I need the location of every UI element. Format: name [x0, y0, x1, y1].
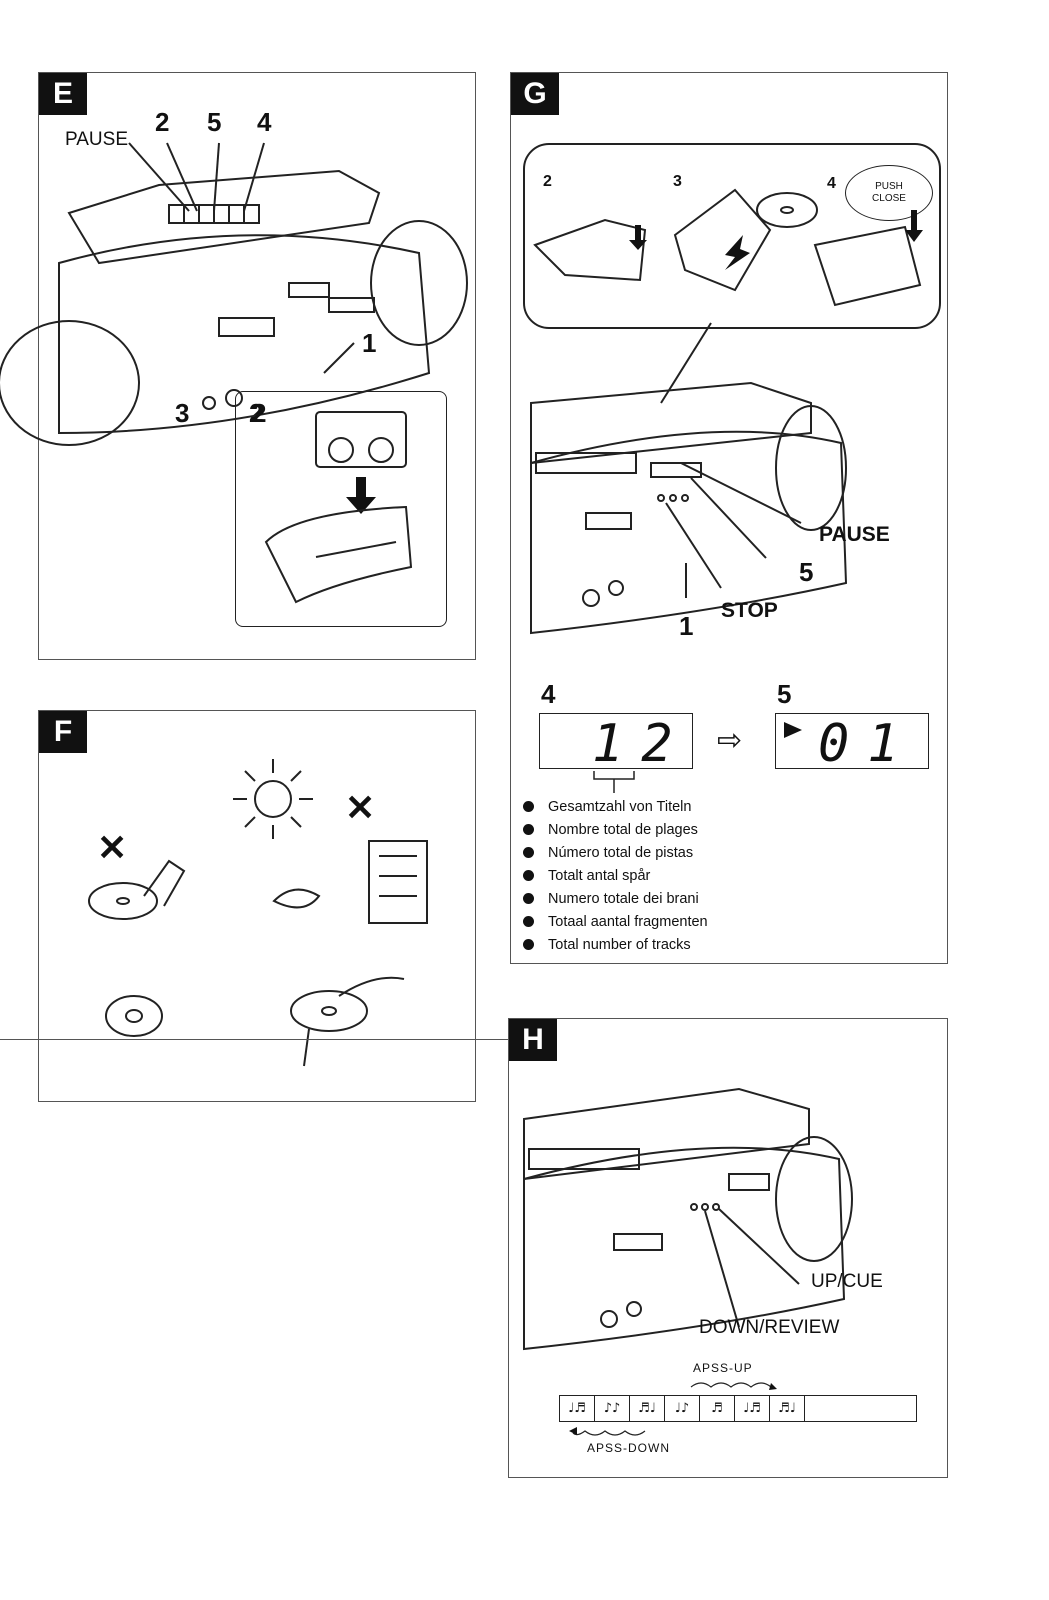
list-item: Nombre total de plages [523, 818, 708, 841]
panel-e: E PAUSE 2 5 4 1 3 2 2 [0, 72, 476, 660]
push-close-bubble: PUSH CLOSE [845, 165, 933, 221]
apss-up-label: APSS-UP [693, 1361, 753, 1375]
callout-3: 3 [175, 398, 190, 428]
step-2: 2 [543, 173, 552, 190]
cassette-drawing [264, 411, 413, 604]
track-cell: ♪♪ [595, 1396, 630, 1421]
boombox-illustration-g [530, 322, 848, 635]
tape-break [805, 1396, 895, 1421]
down-review-label: DOWN/REVIEW [699, 1317, 840, 1338]
track-cell: ♩♬ [735, 1396, 770, 1421]
callout-5-g: 5 [799, 557, 814, 587]
display-first-track: 01 [775, 713, 929, 774]
panel-g-tag: G [511, 73, 559, 115]
pause-label: PAUSE [65, 129, 129, 150]
disc-insert-drawing [533, 188, 923, 307]
callout-2b: 2 [249, 398, 264, 428]
display-total-tracks: 12 [539, 713, 693, 774]
x-mark-right: ✕ [345, 787, 376, 828]
bullet-icon [523, 870, 534, 881]
bullet-icon [523, 916, 534, 927]
list-item: Numero totale dei brani [523, 887, 708, 910]
track-cell: ♬♩ [770, 1396, 805, 1421]
display-bracket [593, 771, 635, 793]
display-total-tracks-value: 12 [592, 714, 691, 774]
track-cell: ♩♬ [560, 1396, 595, 1421]
bullet-icon [523, 893, 534, 904]
x-mark-left: ✕ [97, 827, 128, 868]
arrow-right: ⇨ [717, 724, 743, 757]
callout-1: 1 [362, 328, 377, 358]
pause-label-g: PAUSE [819, 523, 890, 546]
apss-up-arrow [690, 1382, 777, 1390]
bullet-icon [523, 801, 534, 812]
track-cell: ♬♩ [630, 1396, 665, 1421]
apss-down-label: APSS-DOWN [587, 1441, 671, 1455]
bullet-icon [523, 847, 534, 858]
disc-insert-inset: 2 3 4 PUSH CLOSE [523, 143, 941, 329]
step-4: 4 [827, 175, 836, 192]
track-count-list: Gesamtzahl von Titeln Nombre total de pl… [523, 795, 708, 956]
display-first-track-value: 01 [818, 714, 917, 774]
track-cell: ♬ [700, 1396, 735, 1421]
list-item: Gesamtzahl von Titeln [523, 795, 708, 818]
track-cell: ♩♪ [665, 1396, 700, 1421]
apss-down-arrow [569, 1427, 646, 1436]
panel-f-tag: F [39, 711, 87, 753]
callout-1-g: 1 [679, 611, 694, 641]
disc-care-illustration [88, 759, 428, 1067]
track-tape-diagram: ♩♬ ♪♪ ♬♩ ♩♪ ♬ ♩♬ ♬♩ [559, 1395, 917, 1422]
display-right-step: 5 [777, 679, 792, 709]
panel-f: F ✕ ✕ [38, 710, 476, 1102]
boombox-illustration [0, 142, 468, 446]
bullet-icon [523, 939, 534, 950]
panel-e-tag: E [39, 73, 87, 115]
list-item: Total number of tracks [523, 933, 708, 956]
up-cue-label: UP/CUE [811, 1271, 883, 1292]
panel-h: H UP/CUE DOWN/REVIEW APSS-UP ♩♬ ♪♪ ♬♩ ♩♪… [508, 1018, 948, 1478]
list-item: Número total de pistas [523, 841, 708, 864]
panel-h-tag: H [509, 1019, 557, 1061]
callout-5: 5 [207, 107, 222, 137]
bullet-icon [523, 824, 534, 835]
list-item: Totalt antal spår [523, 864, 708, 887]
list-item: Totaal aantal fragmenten [523, 910, 708, 933]
callout-2-inset: 2 [252, 398, 267, 428]
divider-rule [0, 1039, 800, 1040]
boombox-illustration-h [523, 1087, 853, 1351]
cassette-inset: 2 [235, 391, 447, 627]
display-left-step: 4 [541, 679, 556, 709]
panel-g: G 2 3 4 PUSH CLOSE [510, 72, 948, 964]
play-indicator [784, 722, 802, 738]
push-close-label: PUSH CLOSE [872, 181, 906, 204]
callout-2: 2 [155, 107, 170, 137]
callout-4: 4 [257, 107, 272, 137]
step-3: 3 [673, 173, 682, 190]
stop-label: STOP [721, 599, 778, 622]
